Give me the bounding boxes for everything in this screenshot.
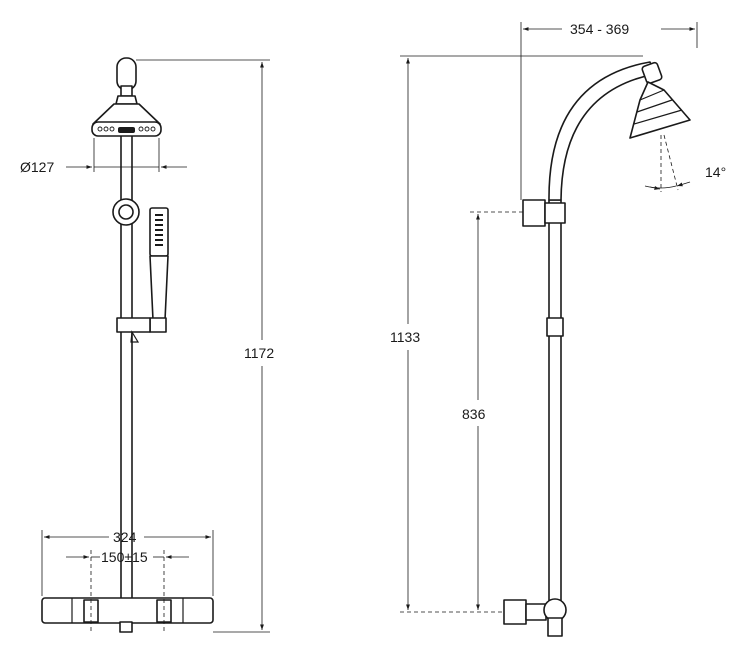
dim-bracket-height-label: 836: [462, 406, 486, 422]
dim-arm-reach: 354 - 369: [520, 21, 698, 200]
front-shower-head: [91, 95, 162, 137]
dim-head-tilt-label: 14°: [705, 164, 726, 180]
dim-arm-reach-label: 354 - 369: [570, 21, 629, 37]
dim-width-total-label: 324: [113, 529, 137, 545]
dim-head-tilt: 14°: [644, 134, 726, 192]
dim-head-diameter: Ø127: [20, 138, 187, 175]
side-upper-bracket: [522, 199, 546, 227]
dim-total-height-front: 1172: [136, 59, 274, 633]
front-hand-shower: [149, 207, 169, 333]
front-hand-shower-holder: [149, 317, 167, 333]
side-bottom-valve: [503, 598, 567, 637]
dim-centers: 150±15: [66, 549, 189, 632]
dim-centers-label: 150±15: [101, 549, 148, 565]
dim-bracket-height: 836: [462, 211, 523, 610]
side-shower-head: [629, 81, 691, 139]
dim-width-total: 324: [41, 529, 214, 596]
side-view: 354 - 369 14° 1133 836: [390, 21, 726, 637]
front-bracket-tab: [130, 330, 140, 343]
dim-total-height-side: 1133: [390, 55, 643, 613]
front-thermostatic-bar: [41, 597, 214, 633]
front-neck: [120, 85, 133, 97]
front-view: Ø127 1172 324 150±15: [20, 57, 274, 633]
side-arm-joint: [641, 61, 663, 85]
dim-head-diameter-label: Ø127: [20, 159, 54, 175]
side-riser-pipe: [548, 199, 562, 616]
front-slider-ring-inner: [118, 204, 134, 220]
dim-total-height-front-label: 1172: [244, 345, 274, 361]
side-upper-clamp: [544, 202, 566, 224]
dim-total-height-side-label: 1133: [390, 329, 420, 345]
front-holder-bracket: [116, 317, 151, 333]
side-slider: [546, 317, 564, 337]
